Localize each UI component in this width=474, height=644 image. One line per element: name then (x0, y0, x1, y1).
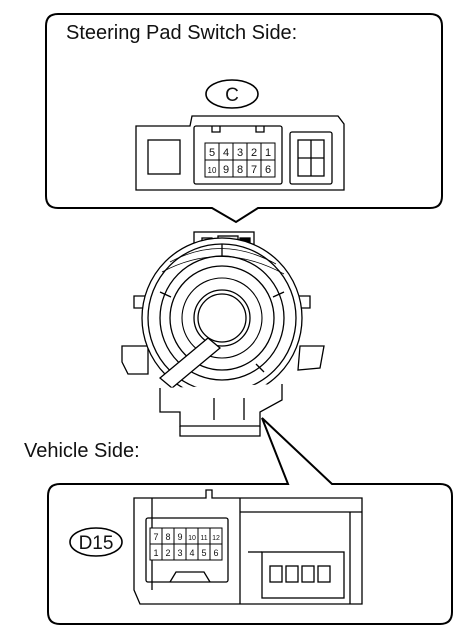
pin-label: 10 (188, 535, 196, 542)
pin-label: 1 (265, 147, 271, 159)
pin-label: 7 (153, 532, 158, 542)
pin-label: 4 (223, 147, 229, 159)
spiral-cable-drawing (121, 231, 325, 437)
pin-label: 3 (237, 147, 243, 159)
connector-c-pin-labels: 5 4 3 2 1 10 9 8 7 6 (208, 147, 272, 176)
pin-label: 2 (165, 548, 170, 558)
pin-label: 6 (213, 548, 218, 558)
connector-d15-pin-labels: 7 8 9 10 11 12 1 2 3 4 5 6 (153, 532, 220, 558)
vehicle-side-title: Vehicle Side: (24, 440, 140, 462)
pin-label: 6 (265, 164, 271, 176)
pin-label: 8 (165, 532, 170, 542)
pin-label: 10 (208, 166, 217, 175)
pin-label: 7 (251, 164, 257, 176)
pin-label: 8 (237, 164, 243, 176)
pin-label: 1 (153, 548, 158, 558)
pin-label: 12 (212, 535, 220, 542)
pin-label: 9 (177, 532, 182, 542)
connector-c-label: C (225, 85, 239, 106)
pin-label: 2 (251, 147, 257, 159)
pin-label: 4 (189, 548, 194, 558)
pin-label: 3 (177, 548, 182, 558)
connector-d15-housing (133, 489, 363, 605)
connector-c-oval (205, 79, 259, 109)
pin-label: 5 (201, 548, 206, 558)
connector-d15-label: D15 (79, 533, 114, 554)
pin-label: 5 (209, 147, 215, 159)
pin-label: 9 (223, 164, 229, 176)
steering-pad-title: Steering Pad Switch Side: (66, 22, 298, 44)
connector-d15-pin-grid (149, 527, 223, 561)
connector-c-pin-grid (204, 142, 276, 178)
pin-label: 11 (200, 535, 207, 542)
connector-d15-oval (69, 527, 123, 557)
